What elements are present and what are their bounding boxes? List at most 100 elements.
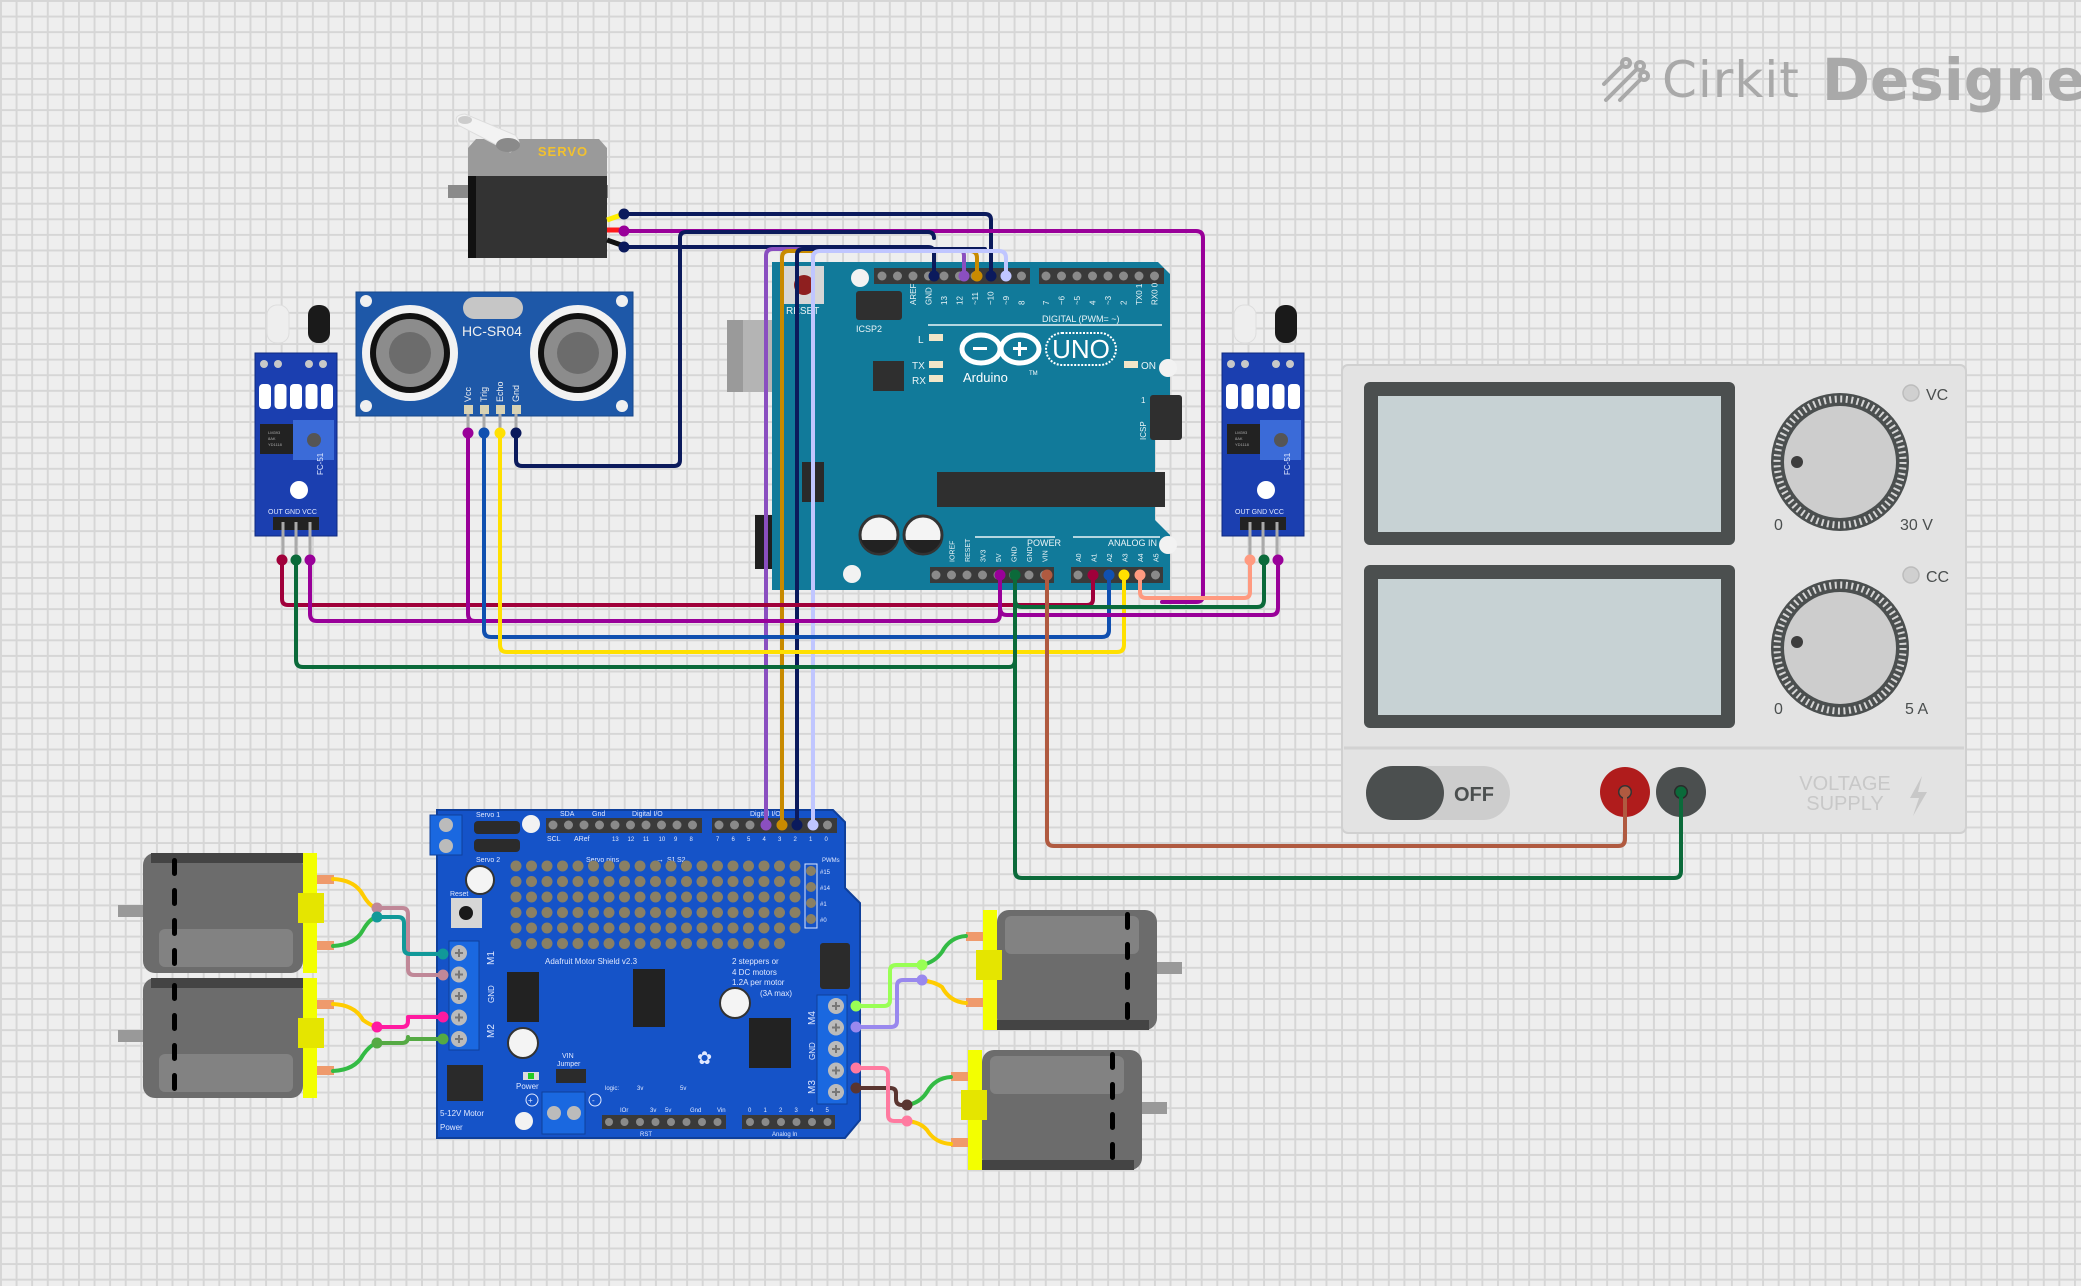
wire-endpoint[interactable] (304, 554, 316, 566)
wire-endpoint[interactable] (901, 1099, 913, 1111)
wire-endpoint[interactable] (618, 225, 630, 237)
header-pin[interactable] (745, 820, 755, 830)
header-pin[interactable] (792, 1118, 801, 1126)
motor1-lead-b[interactable] (331, 915, 379, 948)
wire-endpoint[interactable] (850, 1000, 862, 1012)
ir-right-out-wire[interactable] (1138, 558, 1252, 600)
wire-endpoint[interactable] (1675, 786, 1687, 798)
wire-endpoint[interactable] (290, 554, 302, 566)
ultrasonic-pin-pad[interactable] (496, 405, 505, 414)
wire-endpoint[interactable] (1258, 554, 1270, 566)
header-pin[interactable] (651, 1118, 660, 1126)
dc-motor[interactable] (966, 910, 1182, 1030)
header-pin[interactable] (1134, 271, 1144, 281)
wire-endpoint[interactable] (494, 427, 506, 439)
wire-endpoint[interactable] (1118, 569, 1130, 581)
vin-to-supply-positive-wire[interactable] (1045, 573, 1627, 848)
ir-left-out-wire[interactable] (280, 558, 1095, 607)
ultrasonic-pin-pad[interactable] (464, 405, 473, 414)
motor-terminal[interactable] (317, 875, 334, 884)
motor-terminal[interactable] (317, 941, 334, 950)
power-supply[interactable]: VC 0 30 V CC 0 5 A OFF VOLTAGE SUPPLY (1341, 364, 1967, 834)
header-pin[interactable] (667, 1118, 675, 1126)
wire-endpoint[interactable] (462, 427, 474, 439)
wire-endpoint[interactable] (1272, 554, 1284, 566)
motor-terminal[interactable] (951, 1072, 968, 1081)
wire-endpoint[interactable] (928, 270, 940, 282)
header-pin[interactable] (672, 820, 682, 830)
header-pin[interactable] (962, 570, 972, 580)
wire-endpoint[interactable] (371, 1021, 383, 1033)
wire-endpoint[interactable] (618, 241, 630, 253)
wire-endpoint[interactable] (916, 959, 928, 971)
header-pin[interactable] (688, 820, 697, 830)
header-pin[interactable] (1024, 570, 1034, 580)
header-pin[interactable] (1072, 271, 1082, 281)
wire-endpoint[interactable] (437, 969, 449, 981)
motor-terminal[interactable] (966, 932, 983, 941)
wire-endpoint[interactable] (510, 427, 522, 439)
header-pin[interactable] (978, 570, 987, 580)
motor-terminal[interactable] (317, 1000, 334, 1009)
motor3-wire-a[interactable] (854, 963, 924, 1008)
header-pin[interactable] (730, 820, 739, 830)
header-pin[interactable] (579, 820, 589, 830)
header-pin[interactable] (893, 271, 902, 281)
wire-endpoint[interactable] (958, 270, 970, 282)
vin-jumper[interactable] (556, 1069, 586, 1083)
ultrasonic-ground-wire[interactable] (514, 230, 936, 468)
header-pin[interactable] (939, 271, 949, 281)
motor3-lead-b[interactable] (920, 978, 968, 1005)
header-pin[interactable] (714, 820, 724, 830)
header-pin[interactable] (947, 570, 956, 580)
wire-endpoint[interactable] (850, 1062, 862, 1074)
motor2-lead-a[interactable] (331, 1002, 379, 1029)
potentiometer-knob[interactable] (1274, 433, 1288, 447)
motor2-wire-a[interactable] (375, 1015, 445, 1029)
servo-signal-wire[interactable] (622, 212, 993, 278)
motor4-wire-a[interactable] (854, 1086, 909, 1107)
wires[interactable] (276, 208, 1687, 1146)
ultrasonic-echo-wire[interactable] (498, 431, 1126, 654)
motor4-lead-a[interactable] (905, 1075, 953, 1107)
motor1-lead-a[interactable] (331, 877, 379, 910)
header-pin[interactable] (595, 820, 604, 830)
header-pin[interactable] (808, 1118, 816, 1126)
motor4-lead-b[interactable] (905, 1119, 953, 1146)
servo-motor[interactable]: SERVO (448, 113, 625, 258)
ultrasonic-pin-pad[interactable] (480, 405, 489, 414)
header-pin[interactable] (1041, 271, 1051, 281)
header-pin[interactable] (931, 570, 941, 580)
header-pin[interactable] (1057, 271, 1066, 281)
shield-d2-wire[interactable] (795, 247, 987, 827)
wire-endpoint[interactable] (371, 902, 383, 914)
header-pin[interactable] (1073, 570, 1083, 580)
header-pin[interactable] (1151, 570, 1160, 580)
wire-endpoint[interactable] (437, 948, 449, 960)
dc-motors[interactable] (118, 853, 1182, 1170)
header-pin[interactable] (641, 820, 651, 830)
header-pin[interactable] (620, 1118, 629, 1126)
header-pin[interactable] (610, 820, 620, 830)
wire-endpoint[interactable] (1087, 569, 1099, 581)
wire-endpoint[interactable] (1619, 786, 1631, 798)
dc-motor[interactable] (118, 978, 334, 1098)
motor-terminal[interactable] (317, 1066, 334, 1075)
motor-terminal[interactable] (951, 1138, 968, 1147)
header-pin[interactable] (548, 820, 558, 830)
shield-d1-wire[interactable] (811, 249, 1008, 827)
header-pin[interactable] (1119, 271, 1128, 281)
current-knob[interactable] (1771, 579, 1909, 717)
wire-endpoint[interactable] (985, 270, 997, 282)
motor3-lead-a[interactable] (920, 934, 968, 967)
header-pin[interactable] (626, 820, 635, 830)
wire-endpoint[interactable] (807, 819, 819, 831)
header-pin[interactable] (657, 820, 666, 830)
wire-endpoint[interactable] (1244, 554, 1256, 566)
header-pin[interactable] (777, 1118, 785, 1126)
